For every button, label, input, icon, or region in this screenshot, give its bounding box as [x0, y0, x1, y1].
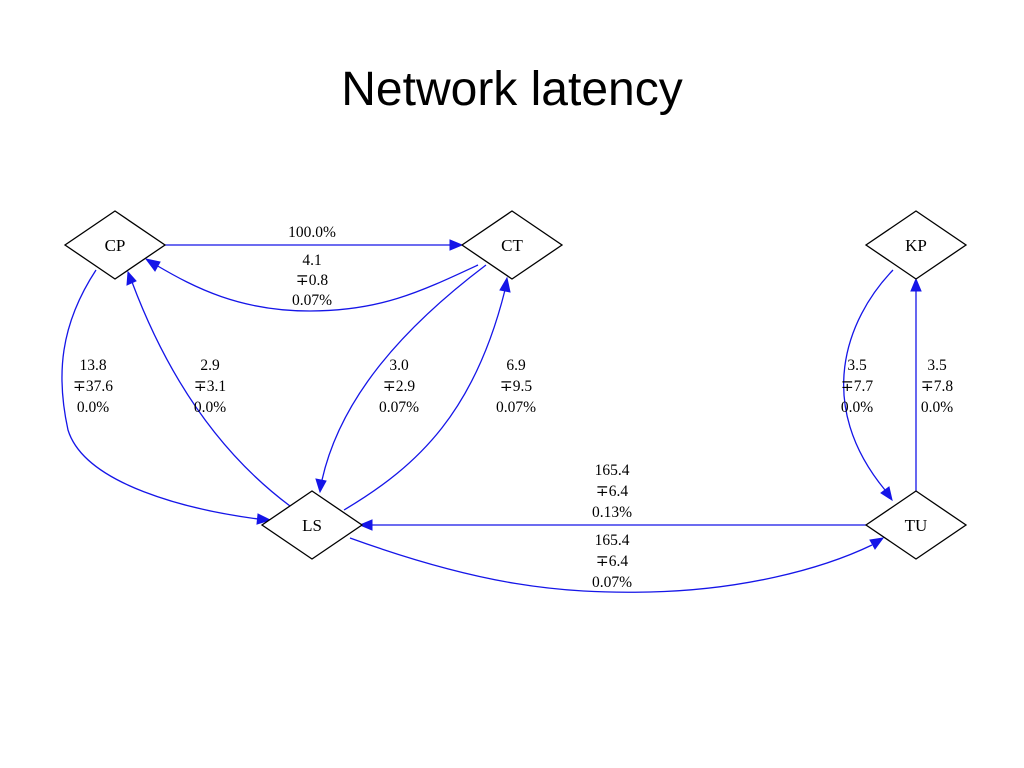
node-kp-label: KP	[905, 236, 927, 255]
arrowhead-tu-kp	[910, 277, 922, 292]
node-tu-shape	[864, 490, 968, 560]
edge-label-line: 0.07%	[379, 399, 419, 416]
edge-label-line: ∓37.6	[73, 378, 113, 395]
edge-label-line: ∓7.8	[921, 378, 954, 395]
edge-label-line: 3.5	[927, 357, 947, 374]
edge-label-line: 0.07%	[496, 399, 536, 416]
arrowhead-kp-tu	[880, 486, 893, 502]
edge-label-line: ∓2.9	[383, 378, 416, 395]
edge-label-line: 165.4	[595, 462, 630, 479]
edge-label-line: 0.07%	[292, 292, 332, 309]
node-ls: LS	[260, 490, 364, 560]
edge-label-line: 13.8	[79, 357, 106, 374]
edge-label-line: ∓6.4	[596, 483, 629, 500]
edge-label-line: 0.0%	[841, 399, 873, 416]
edge-ls-cp	[131, 281, 291, 507]
arrowhead-ls-tu	[869, 537, 885, 550]
edge-kp-tu	[843, 269, 894, 491]
edge-label-line: 6.9	[506, 357, 526, 374]
edge-label-ls-tu: 165.4 ∓6.4 0.07%	[592, 532, 632, 591]
node-cp: CP	[63, 210, 167, 280]
node-kp-shape	[864, 210, 968, 280]
edge-label-tu-kp: 3.5 ∓7.8 0.0%	[921, 357, 954, 416]
arrowhead-cp-ls	[256, 513, 272, 525]
node-ls-label: LS	[302, 516, 322, 535]
edge-label-ct-cp: 4.1 ∓0.8 0.07%	[292, 252, 332, 309]
node-ct-label: CT	[501, 236, 523, 255]
edge-label-line: 100.0%	[288, 224, 336, 241]
edge-label-line: ∓0.8	[296, 272, 329, 289]
node-ls-shape	[260, 490, 364, 560]
edge-label-line: 0.0%	[77, 399, 109, 416]
edge-label-line: 165.4	[595, 532, 630, 549]
arrowhead-tu-ls	[358, 519, 373, 531]
edge-ct-cp	[155, 264, 479, 312]
edges	[61, 239, 922, 593]
arrowhead-ls-ct	[499, 276, 511, 293]
node-tu-label: TU	[905, 516, 928, 535]
edge-label-line: 4.1	[302, 252, 321, 269]
edge-label-line: 0.0%	[194, 399, 226, 416]
edge-ct-ls	[321, 264, 487, 481]
edge-label-line: 3.5	[847, 357, 867, 374]
edge-cp-ls	[61, 269, 259, 520]
edge-label-line: 0.0%	[921, 399, 953, 416]
node-tu: TU	[864, 490, 968, 560]
edge-label-kp-tu: 3.5 ∓7.7 0.0%	[841, 357, 874, 416]
edge-label-line: 2.9	[200, 357, 220, 374]
edge-label-line: 3.0	[389, 357, 409, 374]
edge-label-cp-ct: 100.0%	[288, 224, 336, 241]
edge-label-ls-ct: 6.9 ∓9.5 0.07%	[496, 357, 536, 416]
node-ct: CT	[460, 210, 564, 280]
edge-label-line: ∓7.7	[841, 378, 874, 395]
node-kp: KP	[864, 210, 968, 280]
edge-label-line: ∓9.5	[500, 378, 533, 395]
edge-label-cp-ls: 13.8 ∓37.6 0.0%	[73, 357, 113, 416]
arrowhead-ct-cp	[144, 258, 161, 272]
edge-label-ls-cp: 2.9 ∓3.1 0.0%	[194, 357, 226, 416]
edge-label-line: ∓3.1	[194, 378, 226, 395]
arrowhead-cp-ct	[449, 239, 464, 251]
page-title: Network latency	[341, 63, 683, 116]
edge-label-line: 0.13%	[592, 504, 632, 521]
arrowhead-ct-ls	[315, 478, 327, 494]
edge-ls-ct	[343, 289, 506, 511]
node-cp-label: CP	[105, 236, 126, 255]
edge-label-line: ∓6.4	[596, 553, 629, 570]
arrowhead-ls-cp	[126, 270, 137, 286]
node-ct-shape	[460, 210, 564, 280]
node-cp-shape	[63, 210, 167, 280]
edge-label-ct-ls: 3.0 ∓2.9 0.07%	[379, 357, 419, 416]
edge-ls-tu	[349, 537, 873, 593]
edge-label-tu-ls: 165.4 ∓6.4 0.13%	[592, 462, 632, 521]
edge-label-line: 0.07%	[592, 574, 632, 591]
